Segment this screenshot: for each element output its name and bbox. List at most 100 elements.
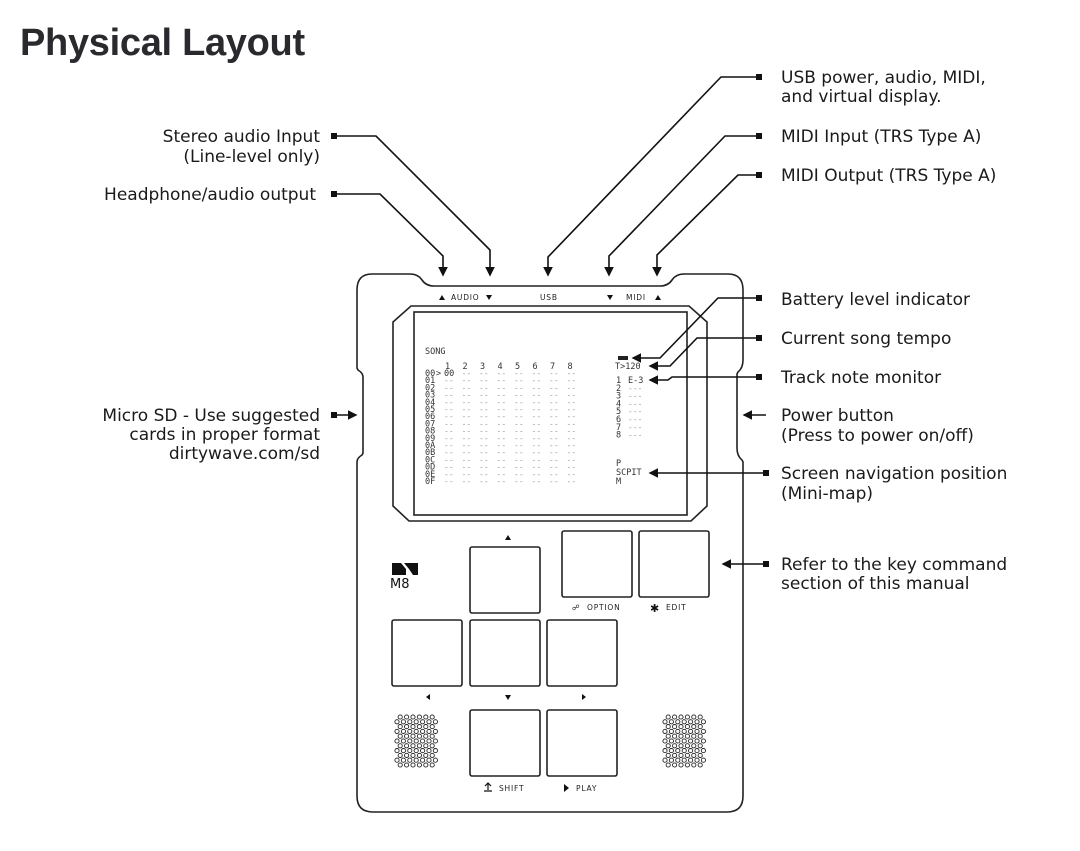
song-cell[interactable]: -- [514, 448, 524, 457]
song-cell[interactable]: -- [444, 455, 454, 464]
song-cell[interactable]: -- [462, 391, 472, 400]
song-cell[interactable]: -- [532, 419, 542, 428]
song-cell[interactable]: -- [532, 376, 542, 385]
song-cell[interactable]: 00 [444, 369, 454, 379]
song-cell[interactable]: -- [479, 448, 489, 457]
song-cell[interactable]: -- [444, 412, 454, 421]
song-cell[interactable]: -- [567, 441, 577, 450]
song-cell[interactable]: -- [497, 455, 507, 464]
song-cell[interactable]: -- [549, 463, 559, 472]
song-cell[interactable]: -- [567, 391, 577, 400]
song-cell[interactable]: -- [567, 434, 577, 443]
song-cell[interactable]: -- [497, 448, 507, 457]
song-cell[interactable]: -- [444, 419, 454, 428]
song-cell[interactable]: -- [497, 441, 507, 450]
song-cell[interactable]: -- [514, 376, 524, 385]
song-cell[interactable]: -- [479, 427, 489, 436]
song-cell[interactable]: -- [532, 448, 542, 457]
song-cell[interactable]: -- [444, 441, 454, 450]
song-cell[interactable]: -- [549, 391, 559, 400]
song-cell[interactable]: -- [549, 412, 559, 421]
song-cell[interactable]: -- [497, 419, 507, 428]
song-cell[interactable]: -- [532, 470, 542, 479]
song-cell[interactable]: -- [567, 412, 577, 421]
song-cell[interactable]: -- [514, 477, 524, 486]
song-cell[interactable]: -- [514, 383, 524, 392]
song-cell[interactable]: -- [462, 470, 472, 479]
song-cell[interactable]: -- [497, 434, 507, 443]
song-cell[interactable]: -- [532, 434, 542, 443]
song-cell[interactable]: -- [549, 376, 559, 385]
song-cell[interactable]: -- [497, 383, 507, 392]
song-cell[interactable]: -- [549, 369, 559, 378]
song-cell[interactable]: -- [532, 463, 542, 472]
song-cell[interactable]: -- [444, 376, 454, 385]
song-cell[interactable]: -- [514, 412, 524, 421]
song-cell[interactable]: -- [532, 369, 542, 378]
button-play[interactable] [546, 709, 618, 777]
song-cell[interactable]: -- [497, 369, 507, 378]
song-cell[interactable]: -- [567, 455, 577, 464]
button-left[interactable] [391, 619, 463, 687]
song-cell[interactable]: -- [514, 441, 524, 450]
song-cell[interactable]: -- [462, 455, 472, 464]
song-cell[interactable]: -- [497, 391, 507, 400]
song-cell[interactable]: -- [462, 448, 472, 457]
button-edit[interactable] [638, 530, 710, 598]
song-cell[interactable]: -- [462, 477, 472, 486]
song-cell[interactable]: -- [549, 398, 559, 407]
song-cell[interactable]: -- [462, 419, 472, 428]
song-cell[interactable]: -- [479, 434, 489, 443]
song-cell[interactable]: -- [479, 398, 489, 407]
button-down[interactable] [469, 619, 541, 687]
song-cell[interactable]: -- [567, 383, 577, 392]
song-cell[interactable]: -- [479, 455, 489, 464]
song-cell[interactable]: -- [479, 412, 489, 421]
song-cell[interactable]: -- [532, 412, 542, 421]
song-cell[interactable]: -- [462, 398, 472, 407]
song-cell[interactable]: -- [444, 470, 454, 479]
song-cell[interactable]: -- [514, 405, 524, 414]
song-cell[interactable]: -- [549, 448, 559, 457]
song-cell[interactable]: -- [532, 441, 542, 450]
song-cell[interactable]: -- [532, 398, 542, 407]
song-cell[interactable]: -- [514, 455, 524, 464]
song-cell[interactable]: -- [567, 427, 577, 436]
song-cell[interactable]: -- [497, 398, 507, 407]
song-cell[interactable]: -- [514, 463, 524, 472]
song-cell[interactable]: -- [567, 376, 577, 385]
song-cell[interactable]: -- [479, 391, 489, 400]
song-cell[interactable]: -- [479, 463, 489, 472]
song-cell[interactable]: -- [514, 470, 524, 479]
song-cell[interactable]: -- [462, 369, 472, 378]
song-cell[interactable]: -- [549, 419, 559, 428]
song-cell[interactable]: -- [497, 470, 507, 479]
song-cell[interactable]: -- [479, 383, 489, 392]
song-cell[interactable]: -- [567, 405, 577, 414]
song-cell[interactable]: -- [479, 405, 489, 414]
song-cell[interactable]: -- [462, 463, 472, 472]
song-cell[interactable]: -- [567, 470, 577, 479]
song-cell[interactable]: -- [549, 477, 559, 486]
song-cell[interactable]: -- [479, 470, 489, 479]
song-cell[interactable]: -- [567, 477, 577, 486]
song-cell[interactable]: -- [549, 434, 559, 443]
song-cell[interactable]: -- [567, 369, 577, 378]
song-cell[interactable]: -- [462, 427, 472, 436]
song-cell[interactable]: -- [497, 412, 507, 421]
song-cell[interactable]: -- [549, 470, 559, 479]
song-cell[interactable]: -- [497, 477, 507, 486]
button-option[interactable] [561, 530, 633, 598]
song-cell[interactable]: -- [567, 419, 577, 428]
song-cell[interactable]: -- [532, 427, 542, 436]
song-cell[interactable]: -- [497, 427, 507, 436]
song-cell[interactable]: -- [532, 405, 542, 414]
song-cell[interactable]: -- [444, 448, 454, 457]
song-cell[interactable]: -- [479, 419, 489, 428]
song-cell[interactable]: -- [444, 383, 454, 392]
song-cell[interactable]: -- [567, 448, 577, 457]
song-cell[interactable]: -- [462, 434, 472, 443]
song-cell[interactable]: -- [532, 477, 542, 486]
song-cell[interactable]: -- [444, 398, 454, 407]
song-cell[interactable]: -- [479, 369, 489, 378]
